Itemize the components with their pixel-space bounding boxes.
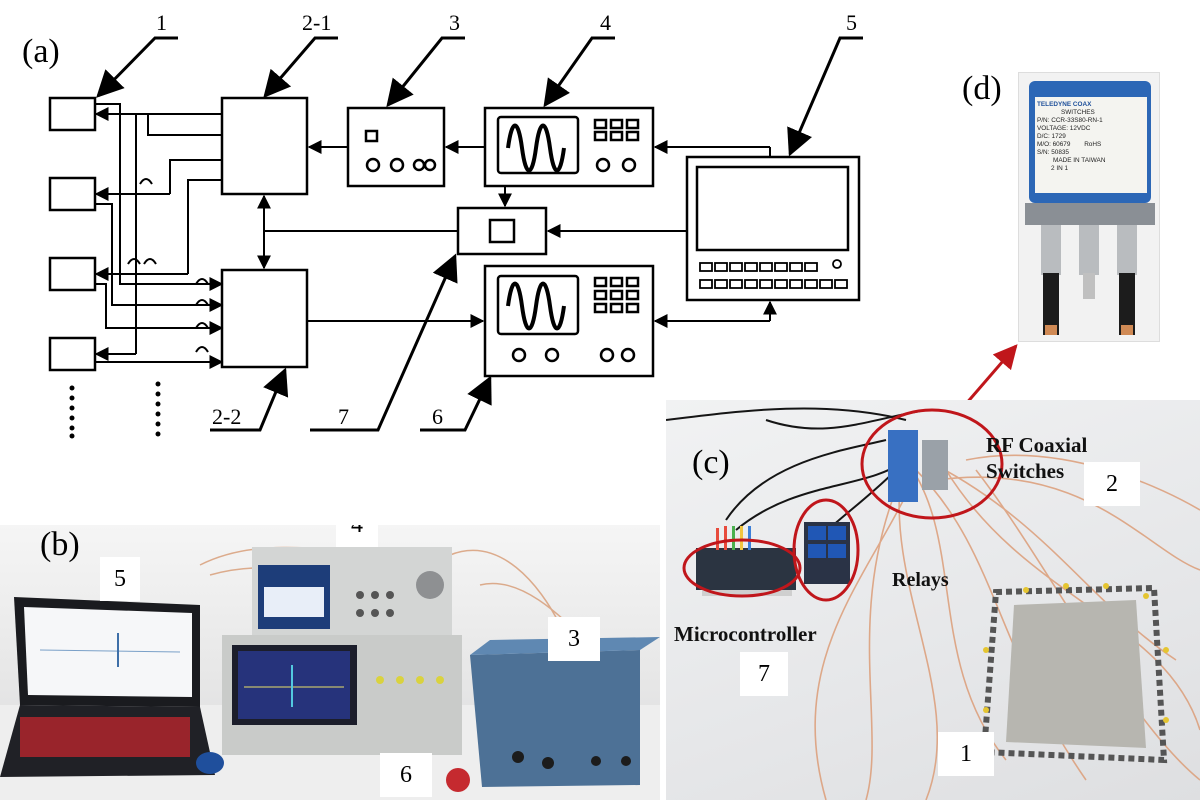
tag-c-1: 1: [938, 732, 994, 776]
switch-made: MADE IN TAIWAN: [1053, 157, 1106, 164]
tag-c-2: 2: [1084, 462, 1140, 506]
tag-c-7: 7: [740, 652, 788, 696]
caption-rf-switches: RF Coaxial Switches: [986, 433, 1088, 483]
panel-c-letter: (c): [692, 444, 730, 481]
switch-dc: D/C: 1729: [1037, 133, 1066, 140]
label-4: 4: [600, 10, 611, 35]
switch-sn: S/N: 50835: [1037, 149, 1069, 156]
tag-b-3: 3: [548, 617, 600, 661]
microcontroller-box: [456, 206, 548, 256]
switch-box-2-1: [220, 96, 309, 196]
caption-microcontroller: Microcontroller: [674, 622, 817, 646]
transducer-box-2: [48, 176, 97, 212]
computer-box: [685, 155, 861, 302]
panel-a-letter: (a): [22, 33, 60, 70]
label-7: 7: [338, 404, 349, 429]
switch-pn: P/N: CCR-33S80-RN-1: [1037, 117, 1103, 124]
transducer-box-1: [48, 96, 97, 132]
callout-arrow: [963, 344, 1018, 406]
tag-b-6: 6: [380, 753, 432, 797]
transducer-box-4: [48, 336, 97, 372]
panel-d-letter: (d): [962, 70, 1002, 107]
label-3: 3: [449, 10, 460, 35]
switch-box-2-2: [220, 268, 309, 369]
switch-mo: M/O: 60679: [1037, 141, 1071, 148]
label-6: 6: [432, 404, 443, 429]
hardware-photo: (c) RF Coaxial Switches Relays Microcont…: [666, 400, 1200, 800]
panel-b-letter: (b): [40, 526, 80, 563]
amplifier-box: [346, 106, 446, 188]
lab-setup-photo: 5 4 3 6: [0, 525, 660, 800]
switch-brand: TELEDYNE COAX: [1037, 101, 1092, 108]
oscilloscope-box: [483, 264, 655, 378]
switch-voltage: VOLTAGE: 12VDC: [1037, 125, 1091, 132]
continuation-dots: [69, 381, 161, 439]
label-5: 5: [846, 10, 857, 35]
transducer-box-3: [48, 256, 97, 292]
label-1: 1: [156, 10, 167, 35]
tag-b-5: 5: [100, 557, 140, 601]
caption-relays: Relays: [892, 569, 949, 591]
rf-switch-photo: TELEDYNE COAX SWITCHES P/N: CCR-33S80-RN…: [1018, 72, 1160, 342]
label-2-1: 2-1: [302, 10, 331, 35]
label-2-2: 2-2: [212, 404, 241, 429]
switch-ports: 2 IN 1: [1051, 165, 1069, 172]
switch-type: SWITCHES: [1061, 109, 1095, 116]
tag-b-4: 4: [336, 525, 378, 547]
switch-rohs: RoHS: [1084, 141, 1102, 148]
